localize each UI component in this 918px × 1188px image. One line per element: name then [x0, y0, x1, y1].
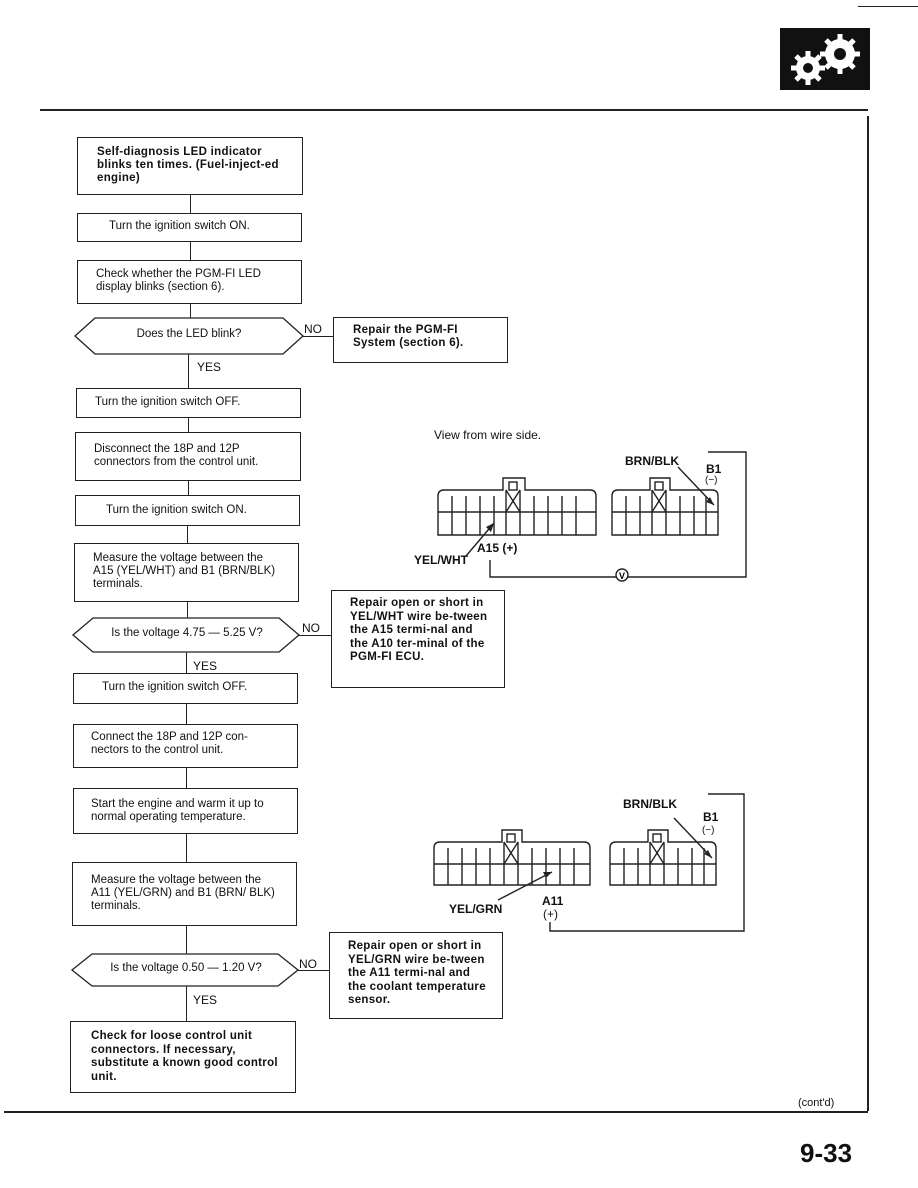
flow-connector: [186, 834, 187, 862]
repair-yelwht-box: Repair open or short in YEL/WHT wire be-…: [331, 590, 505, 688]
no-branch-line: [298, 970, 330, 971]
brn-blk-label: BRN/BLK: [625, 454, 679, 468]
top-right-rule: [858, 6, 918, 7]
decision-led-text: Does the LED blink?: [136, 328, 242, 340]
yes-label: YES: [197, 360, 222, 374]
decision-voltage-2-text: Is the voltage 0.50 — 1.20 V?: [110, 962, 262, 974]
b1-sign-label: (−): [705, 475, 718, 486]
decision-voltage-2-diamond: [70, 953, 300, 987]
yel-grn-label: YEL/GRN: [449, 902, 503, 916]
footer-rule: [4, 1111, 868, 1113]
disconnect-step: Disconnect the 18P and 12P connectors fr…: [75, 432, 301, 481]
decision-led-diamond: [74, 317, 304, 355]
ignition-on-step-2: Turn the ignition switch ON.: [75, 495, 300, 526]
frame-right-rule: [867, 116, 869, 1111]
check-led-step: Check whether the PGM-FI LED display bli…: [77, 260, 302, 304]
contd-label: (cont'd): [798, 1097, 835, 1109]
brn-blk-label-2: BRN/BLK: [623, 797, 677, 811]
ignition-off-step-2: Turn the ignition switch OFF.: [73, 673, 298, 704]
page-number: 9-33: [800, 1138, 853, 1168]
yes-label: YES: [193, 659, 218, 673]
a15-label: A15 (+): [477, 541, 518, 555]
flow-connector: [186, 986, 187, 1021]
ignition-off-step: Turn the ignition switch OFF.: [76, 388, 301, 418]
decision-voltage-1-diamond: [71, 617, 301, 653]
flow-connector: [188, 354, 189, 388]
view-label: View from wire side.: [434, 428, 542, 442]
gears-icon: [780, 28, 870, 90]
connect-step: Connect the 18P and 12P con-nectors to t…: [73, 724, 298, 768]
no-label: NO: [302, 621, 320, 635]
flow-connector: [190, 242, 191, 260]
flow-connector: [186, 768, 187, 788]
decision-voltage-1-text: Is the voltage 4.75 — 5.25 V?: [111, 627, 263, 639]
measure-a15-step: Measure the voltage between the A15 (YEL…: [74, 543, 299, 602]
start-engine-step: Start the engine and warm it up to norma…: [73, 788, 298, 834]
repair-yelgrn-box: Repair open or short in YEL/GRN wire be-…: [329, 932, 503, 1019]
b1-sign-label-2: (−): [702, 825, 715, 836]
flow-connector: [190, 304, 191, 318]
flow-connector: [188, 418, 189, 432]
b1-label-2: B1: [703, 810, 719, 824]
yel-wht-label: YEL/WHT: [414, 553, 468, 567]
flow-connector: [190, 195, 191, 213]
yes-label: YES: [193, 993, 218, 1007]
flow-connector: [186, 704, 187, 724]
flow-connector: [187, 602, 188, 618]
flow-connector: [186, 650, 187, 673]
voltmeter-icon: V: [619, 571, 625, 581]
a11-sign-label: (+): [543, 907, 558, 921]
final-check-box: Check for loose control unit connectors.…: [70, 1021, 296, 1093]
connector-diagram-1: V: [437, 451, 747, 582]
header-rule: [40, 109, 868, 111]
b1-label: B1: [706, 462, 722, 476]
flow-connector: [186, 926, 187, 954]
no-branch-line: [300, 336, 334, 337]
flow-connector: [188, 481, 189, 495]
a11-label: A11: [542, 894, 564, 908]
no-label: NO: [299, 957, 317, 971]
no-branch-line: [298, 635, 332, 636]
ignition-on-step: Turn the ignition switch ON.: [77, 213, 302, 242]
connector-diagram-2: [433, 793, 745, 932]
start-step: Self-diagnosis LED indicator blinks ten …: [77, 137, 303, 195]
repair-pgmfi-box: Repair the PGM-FI System (section 6).: [333, 317, 508, 363]
flow-connector: [187, 526, 188, 543]
measure-a11-step: Measure the voltage between the A11 (YEL…: [72, 862, 297, 926]
no-label: NO: [304, 322, 322, 336]
